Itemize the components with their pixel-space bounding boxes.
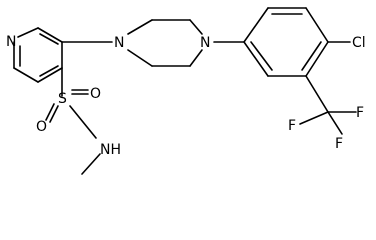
bond-lines xyxy=(13,7,357,175)
structure-diagram: N N N Cl S O O NH F F F xyxy=(6,7,366,175)
atom-oxygen-top: O xyxy=(90,86,101,102)
atom-chlorine: Cl xyxy=(352,35,366,51)
atom-fluorine-1: F xyxy=(356,105,364,121)
atom-piperazine-n1: N xyxy=(114,35,124,51)
atom-piperazine-n2: N xyxy=(200,35,210,51)
molecule-canvas: N N N Cl S O O NH F F F xyxy=(6,7,366,175)
atom-oxygen-bottom: O xyxy=(36,119,47,135)
atom-sulfur: S xyxy=(58,91,67,107)
atom-pyridine-n: N xyxy=(6,34,16,50)
atom-sulfonamide-nh: NH xyxy=(100,142,121,158)
atom-fluorine-2: F xyxy=(335,136,343,152)
atom-fluorine-3: F xyxy=(288,118,296,134)
